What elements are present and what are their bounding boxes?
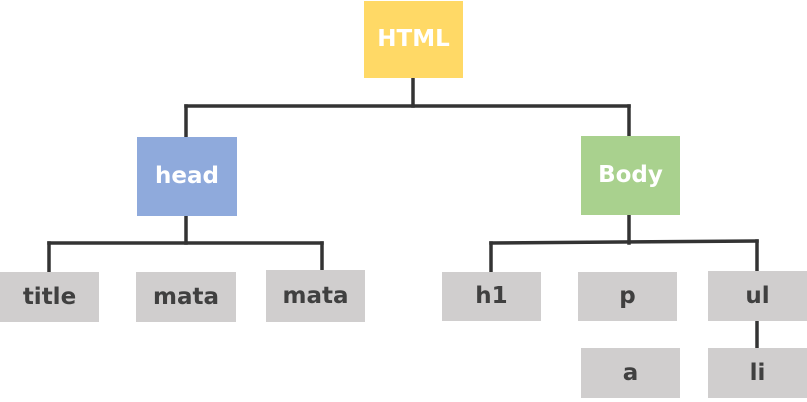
node-li: li — [708, 348, 807, 398]
node-h1: h1 — [442, 272, 541, 321]
node-head: head — [137, 137, 237, 216]
node-li-label: li — [749, 359, 766, 386]
node-p: p — [578, 272, 677, 321]
node-meta-1: mata — [136, 272, 236, 322]
node-a-label: a — [622, 359, 639, 386]
node-a: a — [581, 348, 680, 398]
node-ul-label: ul — [745, 282, 770, 309]
node-html-label: HTML — [377, 26, 450, 52]
node-meta-1-label: mata — [152, 283, 219, 310]
node-body-label: Body — [598, 162, 663, 188]
node-ul: ul — [708, 271, 807, 321]
node-head-label: head — [155, 163, 219, 189]
node-h1-label: h1 — [475, 283, 508, 309]
node-title-label: title — [22, 283, 77, 310]
node-meta-2-label: mata — [282, 282, 349, 309]
connector-body-bar — [489, 239, 759, 245]
node-body: Body — [581, 136, 680, 215]
node-meta-2: mata — [266, 270, 365, 322]
node-title: title — [0, 272, 99, 322]
node-p-label: p — [619, 283, 636, 309]
node-html: HTML — [364, 1, 463, 78]
